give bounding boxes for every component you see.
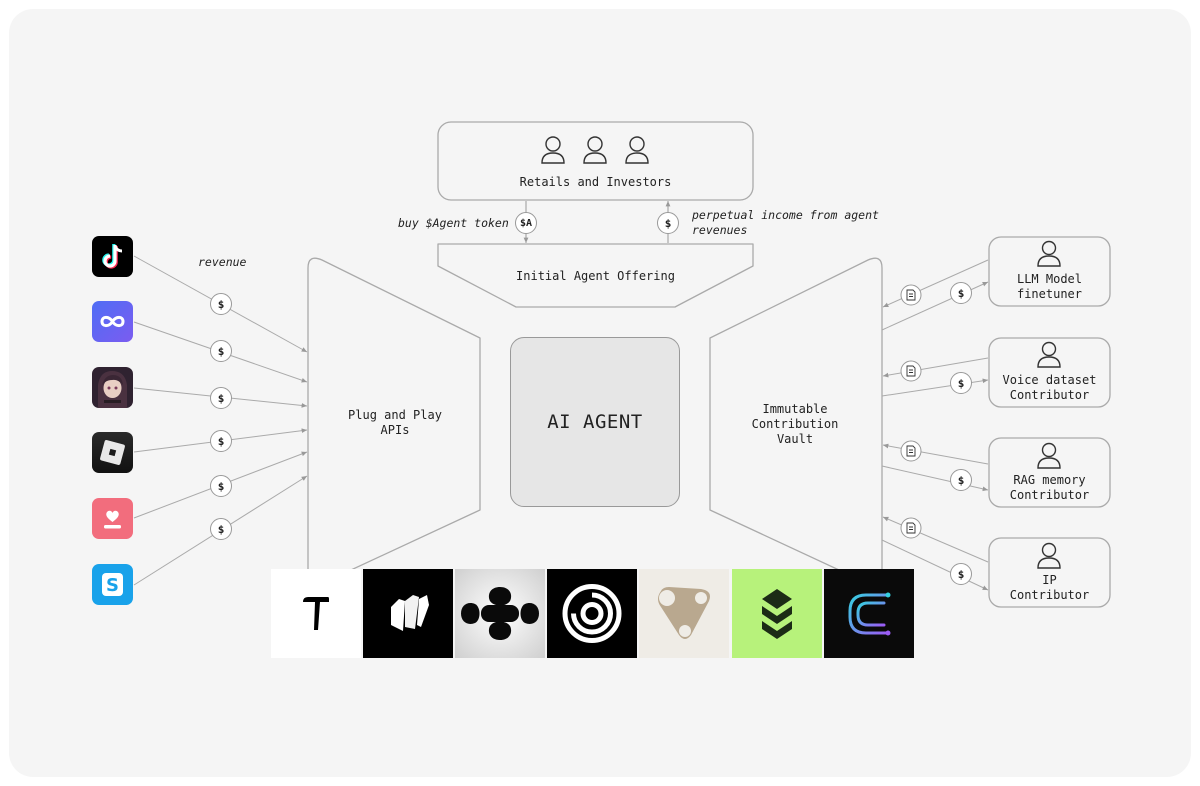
document-icon — [900, 517, 922, 539]
roblox-icon — [92, 432, 133, 473]
document-icon — [900, 360, 922, 382]
income-label-line2: revenues — [692, 223, 748, 237]
contributor-box-2 — [988, 337, 1111, 408]
dollar-icon: $ — [950, 282, 972, 304]
dollar-icon: $ — [210, 518, 232, 540]
vault-label-line2: Contribution — [751, 417, 839, 431]
dollar-icon: $ — [210, 475, 232, 497]
document-icon — [900, 440, 922, 462]
vault-label-line1: Immutable — [762, 402, 828, 416]
contributor-box-4 — [988, 537, 1111, 608]
dollar-icon: $ — [210, 430, 232, 452]
dollar-icon: $ — [950, 469, 972, 491]
concentric-rings-logo — [547, 569, 637, 658]
plug-label-line2: APIs — [380, 423, 410, 437]
plug-label-line1: Plug and Play — [348, 408, 442, 422]
triangle-nodes-logo — [639, 569, 729, 658]
offering-shape — [437, 243, 754, 308]
vault-label-line3: Vault — [776, 432, 814, 446]
ai-agent-box: AI AGENT — [510, 337, 680, 507]
offering-label: Initial Agent Offering — [516, 269, 675, 283]
dollar-icon: $ — [950, 372, 972, 394]
plug-panel — [307, 257, 481, 591]
dollar-icon: $ — [657, 212, 679, 234]
person-icon — [1037, 442, 1061, 469]
person-icon — [1037, 341, 1061, 368]
dollar-icon: $ — [210, 387, 232, 409]
sandbox-s-icon: S — [92, 564, 133, 605]
vault-panel — [709, 257, 883, 591]
svg-text:S: S — [106, 575, 119, 596]
blob-network-logo — [455, 569, 545, 658]
contributor-4-line1: IP — [1042, 573, 1057, 587]
retail-box — [437, 121, 754, 201]
contributor-3-line2: Contributor — [1009, 488, 1090, 502]
contributor-4-line2: Contributor — [1009, 588, 1090, 602]
dollar-icon: $ — [210, 340, 232, 362]
person-icon — [1037, 240, 1061, 267]
contributor-1-line2: finetuner — [1016, 287, 1083, 301]
stacked-chevrons-logo — [732, 569, 822, 658]
contributor-box-3 — [988, 437, 1111, 508]
anime-character-icon — [92, 367, 133, 408]
person-icon — [541, 136, 565, 164]
infinity-icon — [92, 301, 133, 342]
revenue-label: revenue — [198, 255, 247, 269]
income-label-line1: perpetual income from agent — [692, 208, 879, 222]
dollar-icon: $ — [210, 293, 232, 315]
buy-token-label: buy $Agent token — [398, 216, 509, 230]
heart-chat-icon — [92, 498, 133, 539]
document-icon — [900, 284, 922, 306]
stripes-logo — [363, 569, 453, 658]
dollar-icon: $ — [950, 563, 972, 585]
contributor-box-1 — [988, 236, 1111, 307]
contributor-2-line1: Voice dataset — [1002, 373, 1097, 387]
person-icon — [625, 136, 649, 164]
circuit-c-logo — [824, 569, 914, 658]
contributor-1-line1: LLM Model — [1016, 272, 1083, 286]
retail-label: Retails and Investors — [519, 175, 672, 189]
token-badge: $A — [515, 212, 537, 234]
person-icon — [583, 136, 607, 164]
t-letter-logo — [271, 569, 361, 658]
person-icon — [1037, 542, 1061, 569]
contributor-2-line2: Contributor — [1009, 388, 1090, 402]
tiktok-icon — [92, 236, 133, 277]
contributor-3-line1: RAG memory — [1013, 473, 1086, 487]
